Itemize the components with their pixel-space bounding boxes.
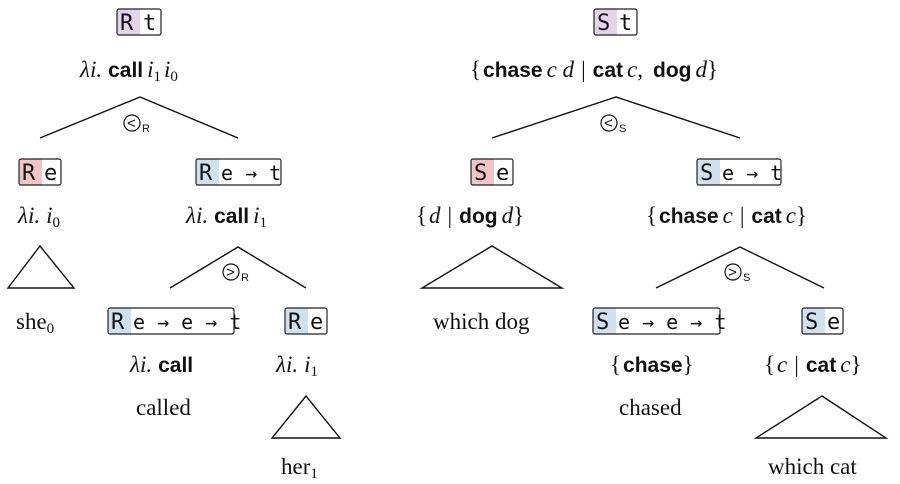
right-mid-edges	[655, 246, 825, 289]
left-rl-word: called	[136, 395, 191, 420]
right-rr-triangle	[753, 395, 889, 439]
right-mid-operator: > S	[724, 263, 750, 284]
right-left-child-word: which dog	[433, 309, 530, 334]
svg-text:t: t	[619, 11, 632, 36]
svg-text:e: e	[496, 161, 509, 186]
svg-text:S: S	[474, 161, 487, 186]
svg-text:S: S	[619, 123, 626, 135]
svg-text:R: R	[111, 310, 125, 335]
svg-text:e: e	[44, 161, 57, 186]
right-rl-type: S e → e → t	[592, 307, 726, 335]
left-rr-type: R e	[284, 307, 328, 335]
left-rl-type: R e → e → t	[107, 307, 241, 335]
left-child-word: she0	[16, 309, 54, 337]
left-rr-word: her1	[281, 454, 318, 482]
svg-text:>: >	[226, 264, 235, 281]
svg-text:e: e	[827, 310, 840, 335]
svg-text:S: S	[743, 272, 750, 284]
svg-text:e → t: e → t	[722, 161, 782, 185]
svg-text:S: S	[700, 161, 713, 186]
right-rl-semantics: {chase}	[610, 352, 694, 377]
svg-text:S: S	[597, 11, 610, 36]
left-top-operator: < R	[123, 114, 150, 135]
svg-text:R: R	[241, 272, 249, 284]
left-child-semantics: λi.i0	[17, 203, 60, 231]
right-rr-type: S e	[801, 307, 844, 335]
svg-text:R: R	[22, 161, 36, 186]
svg-text:S: S	[596, 310, 609, 335]
svg-text:e → e → t: e → e → t	[618, 310, 726, 334]
left-child-triangle	[6, 244, 76, 289]
svg-text:<: <	[604, 115, 613, 132]
svg-text:e → t: e → t	[221, 161, 281, 185]
left-mid-operator: > R	[222, 263, 249, 284]
svg-text:<: <	[127, 115, 136, 132]
left-root-type-tail: t	[143, 11, 156, 36]
right-top-edges	[491, 96, 741, 139]
right-left-child-triangle	[419, 245, 565, 289]
right-rr-word: which cat	[768, 454, 857, 479]
right-root-type: S t	[593, 8, 638, 36]
left-child-type: R e	[18, 158, 62, 186]
svg-text:R: R	[199, 161, 213, 186]
right-right-child-type: S e → t	[696, 158, 782, 186]
right-rl-word: chased	[619, 395, 682, 420]
svg-text:>: >	[728, 264, 737, 281]
svg-text:R: R	[142, 123, 150, 135]
left-rl-semantics: λi.call	[129, 352, 193, 377]
left-rr-triangle	[270, 394, 342, 439]
svg-text:e: e	[310, 310, 323, 335]
left-rr-semantics: λi.i1	[275, 352, 318, 380]
left-root-type-head: R	[120, 11, 134, 36]
right-top-operator: < S	[600, 114, 626, 135]
left-root-type: R t	[116, 8, 162, 36]
svg-text:e → e → t: e → e → t	[133, 310, 241, 334]
right-left-child-type: S e	[470, 158, 514, 186]
left-mid-edges	[169, 246, 307, 289]
svg-text:S: S	[805, 310, 818, 335]
left-right-child-type: R e → t	[195, 158, 282, 186]
left-top-edges	[39, 96, 239, 139]
svg-text:R: R	[288, 310, 302, 335]
